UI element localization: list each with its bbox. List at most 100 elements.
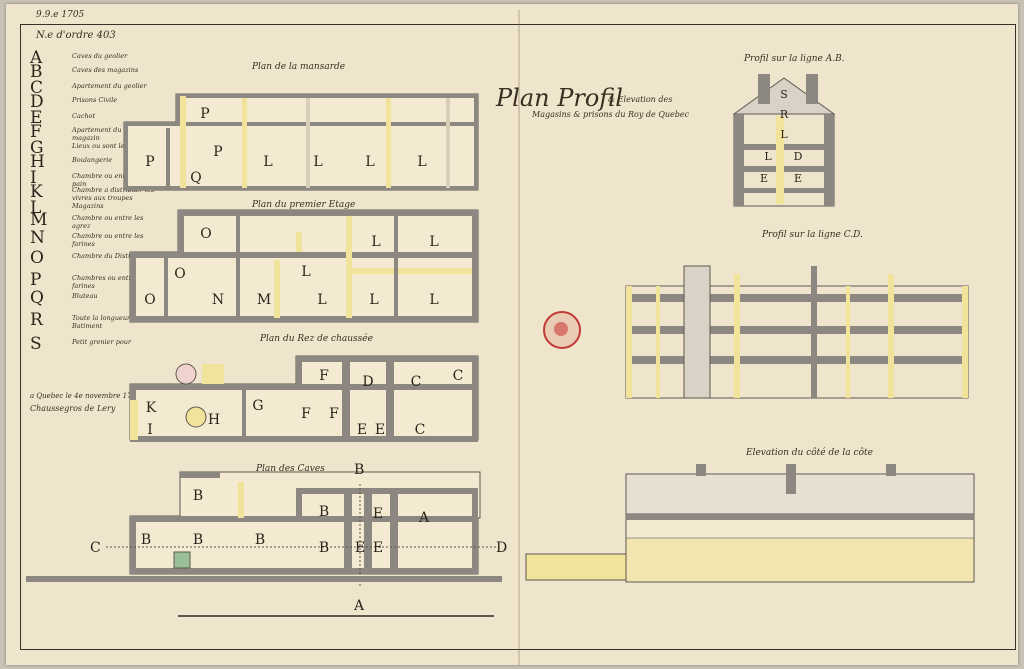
legend-description: Apartement du garde magazin bbox=[72, 126, 143, 142]
room-label: O bbox=[144, 292, 155, 308]
section-title-cd: Profil sur la ligne C.D. bbox=[762, 230, 863, 240]
room-label: L bbox=[429, 234, 438, 250]
legend-letter: L bbox=[30, 198, 42, 218]
map-subtitle-2: Magasins & prisons du Roy de Quebec bbox=[532, 110, 690, 119]
legend-letter: I bbox=[30, 168, 37, 188]
legend-letter: K bbox=[30, 182, 43, 202]
room-label: B bbox=[193, 532, 203, 548]
legend-letter: Q bbox=[30, 288, 44, 308]
room-label: L bbox=[365, 154, 374, 170]
legend-description: Boulangerie bbox=[72, 156, 113, 164]
signature-name: Chaussegros de Lery bbox=[30, 404, 116, 413]
section-title-ab: Profil sur la ligne A.B. bbox=[744, 54, 845, 64]
room-label: B bbox=[255, 532, 265, 548]
room-label: O bbox=[174, 266, 185, 282]
room-label: P bbox=[145, 154, 154, 170]
map-subtitle-1: & Elevation des bbox=[608, 95, 673, 104]
legend-letter: B bbox=[30, 62, 43, 82]
room-label: E bbox=[375, 422, 385, 438]
room-label: E bbox=[373, 540, 383, 556]
room-label: L bbox=[369, 292, 378, 308]
plan-title-caves: Plan des Caves bbox=[256, 464, 325, 474]
room-label: L bbox=[780, 128, 788, 141]
legend-description: Caves des magazins bbox=[72, 66, 139, 74]
legend-description: Chambre ou entre les agrez bbox=[72, 214, 144, 230]
legend-description: Magazins bbox=[72, 202, 104, 210]
legend-letter: S bbox=[30, 334, 42, 354]
room-label: E bbox=[355, 540, 365, 556]
axis-label-a: A bbox=[353, 598, 365, 614]
legend-letter: R bbox=[30, 310, 43, 330]
profil-cd bbox=[625, 265, 969, 399]
room-label: L bbox=[371, 234, 380, 250]
plan-title-mansarde: Plan de la mansarde bbox=[252, 62, 346, 72]
room-label: B bbox=[141, 532, 151, 548]
room-label: K bbox=[146, 400, 157, 416]
room-label: E bbox=[794, 172, 802, 185]
room-label: N bbox=[212, 292, 224, 308]
section-title-elevation: Elevation du côté de la côte bbox=[746, 448, 873, 458]
room-label: F bbox=[319, 368, 329, 384]
archive-note: 9.9.e 1705 bbox=[36, 10, 85, 20]
legend-description: Petit grenier pour bbox=[72, 338, 132, 346]
room-label: C bbox=[453, 368, 464, 384]
elevation-cote bbox=[525, 464, 975, 583]
room-label: L bbox=[313, 154, 322, 170]
legend-letter: P bbox=[30, 270, 42, 290]
map-sheet: 9.9.e 1705 N.e d'ordre 403 A Caves du geo… bbox=[6, 4, 1018, 665]
room-label: M bbox=[257, 292, 271, 308]
legend-letter: A bbox=[30, 48, 43, 68]
room-label: C bbox=[415, 422, 426, 438]
room-label: L bbox=[764, 150, 772, 163]
library-stamp bbox=[543, 311, 581, 349]
room-label: C bbox=[411, 374, 422, 390]
room-label: L bbox=[417, 154, 426, 170]
map-border bbox=[20, 24, 1016, 650]
legend-description: Prisons Civile bbox=[72, 96, 118, 104]
room-label: E bbox=[373, 506, 383, 522]
room-label: B bbox=[319, 504, 329, 520]
plan-title-premier: Plan du premier Etage bbox=[252, 200, 356, 210]
plan-mansarde bbox=[123, 93, 479, 191]
room-label: F bbox=[329, 406, 339, 422]
legend-letter: M bbox=[30, 210, 48, 230]
legend-description: Chambre du Distributeur bbox=[72, 252, 156, 260]
room-label: F bbox=[301, 406, 311, 422]
legend-letter: C bbox=[30, 78, 44, 98]
legend-letter: H bbox=[30, 152, 45, 172]
legend-letter: G bbox=[30, 138, 44, 158]
room-label: D bbox=[794, 150, 803, 163]
room-label: R bbox=[780, 108, 789, 121]
map-title: Plan Profil bbox=[496, 84, 623, 112]
plan-caves bbox=[26, 471, 502, 617]
legend-description: Chambre ou entre le pain bbox=[72, 172, 141, 188]
reference-number: N.e d'ordre 403 bbox=[36, 30, 116, 41]
legend-letter: D bbox=[30, 92, 44, 112]
room-label: P bbox=[200, 106, 209, 122]
legend-description: Chambre ou entre les farines bbox=[72, 232, 144, 248]
legend-description: Toute la longueur du Batiment bbox=[72, 314, 141, 330]
room-label: L bbox=[263, 154, 272, 170]
fold-line bbox=[518, 10, 520, 665]
legend-letter: E bbox=[30, 108, 43, 128]
axis-label-c: C bbox=[90, 540, 101, 556]
legend-description: Apartement du geolier bbox=[72, 82, 147, 90]
room-label: D bbox=[362, 374, 373, 390]
signature-date: a Quebec le 4e novembre 1718 bbox=[30, 392, 141, 400]
plan-premier-etage bbox=[129, 209, 479, 323]
axis-label-b: B bbox=[354, 462, 364, 478]
axis-label-d: D bbox=[496, 540, 507, 556]
legend-description: Bluteau bbox=[72, 292, 98, 300]
legend-description: Chambre a distribuer les vivres aux trou… bbox=[72, 186, 155, 202]
room-label: G bbox=[252, 398, 263, 414]
room-label: Q bbox=[190, 170, 201, 186]
room-label: B bbox=[319, 540, 329, 556]
room-label: O bbox=[200, 226, 211, 242]
architectural-drawings: P P P Q L L L L O O O N M L L L L L L F … bbox=[26, 74, 975, 617]
legend-description: Cachot bbox=[72, 112, 96, 120]
room-label: S bbox=[780, 88, 788, 101]
room-label: E bbox=[760, 172, 768, 185]
room-label: A bbox=[418, 510, 430, 526]
legend-description: Caves du geolier bbox=[72, 52, 128, 60]
room-label: L bbox=[429, 292, 438, 308]
